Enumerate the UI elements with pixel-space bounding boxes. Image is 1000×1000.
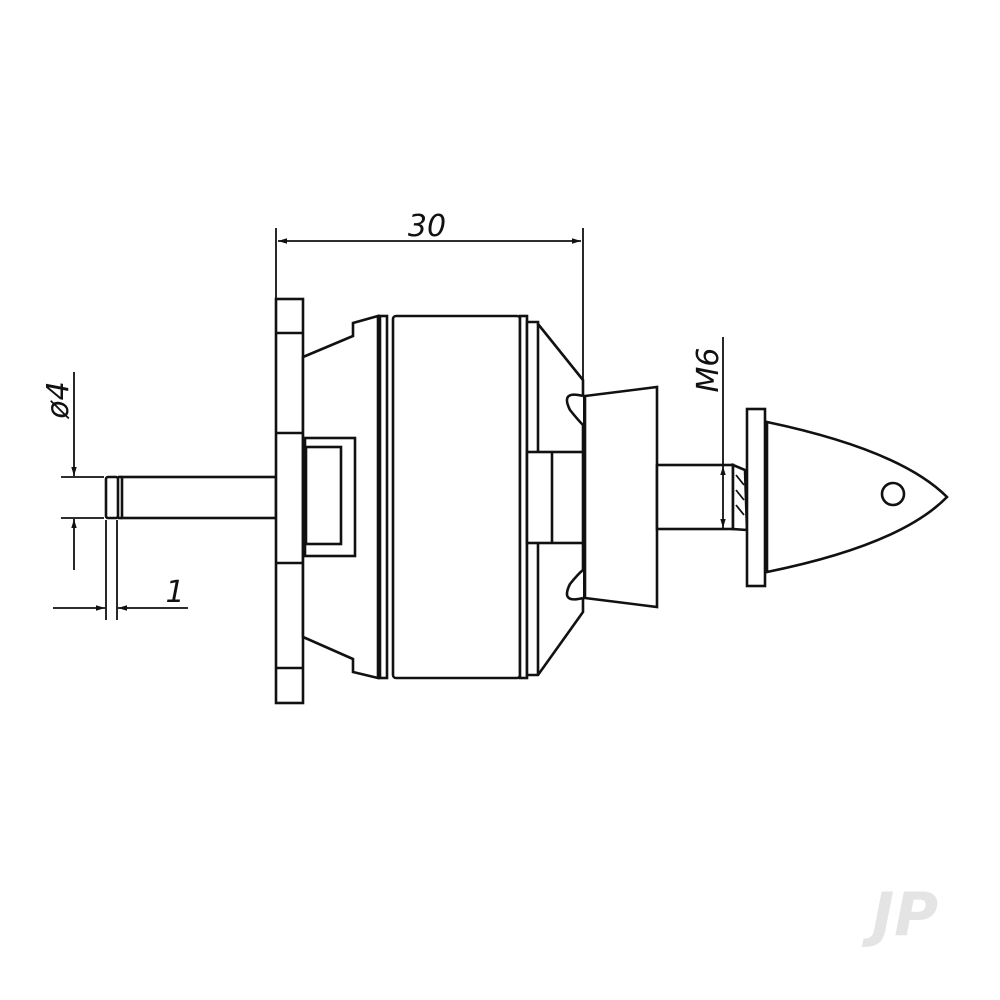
dimension-thread-label: M6 bbox=[691, 348, 726, 393]
dimension-length-label: 30 bbox=[408, 209, 446, 244]
front-bell bbox=[525, 320, 585, 677]
rear-shaft bbox=[104, 475, 278, 520]
dimension-shaft-diameter-label: ø4 bbox=[41, 381, 76, 419]
rear-bell bbox=[301, 314, 389, 680]
dimension-thread: M6 bbox=[691, 337, 726, 528]
prop-adapter bbox=[583, 385, 749, 609]
spinner-hole bbox=[880, 481, 906, 507]
dimension-groove-offset-label: 1 bbox=[165, 575, 184, 610]
mounting-flange bbox=[274, 297, 305, 705]
dimension-length: 30 bbox=[275, 209, 584, 380]
dimension-shaft-diameter: ø4 bbox=[41, 372, 104, 570]
dimension-groove-offset: 1 bbox=[53, 520, 188, 620]
motor-can bbox=[391, 314, 529, 680]
watermark-logo: JP bbox=[862, 880, 938, 950]
spinner bbox=[745, 407, 949, 588]
